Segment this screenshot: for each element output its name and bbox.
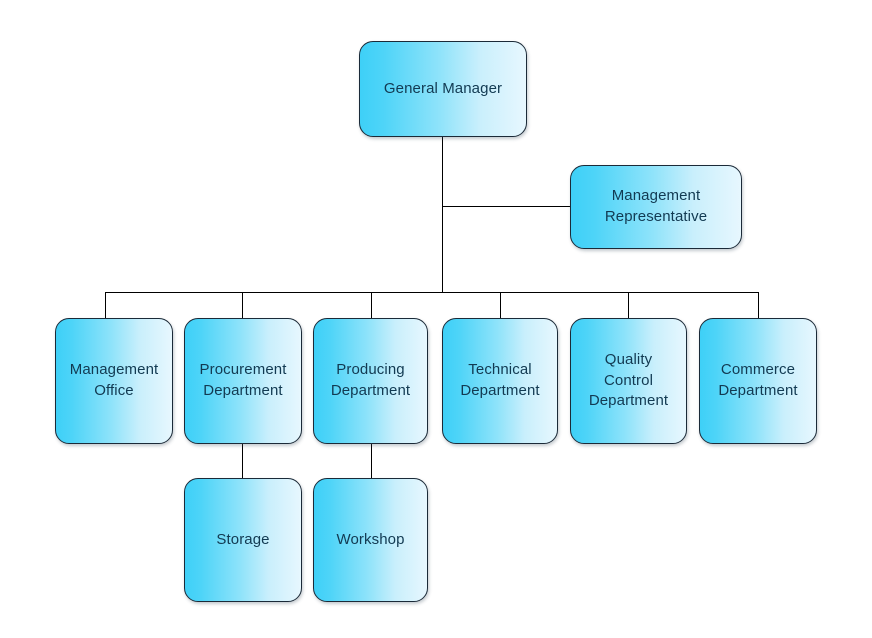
- node-procurement-department-label: Procurement Department: [199, 361, 287, 399]
- connector-producing-to-workshop: [371, 444, 373, 479]
- connector-gm-trunk: [442, 137, 444, 293]
- connector-drop-management-office: [105, 292, 107, 319]
- connector-drop-producing-department: [371, 292, 373, 319]
- connector-drop-quality-control-department: [628, 292, 630, 319]
- node-workshop-label: Workshop: [336, 530, 405, 548]
- node-quality-control-department[interactable]: Quality Control Department: [570, 318, 687, 444]
- node-commerce-department-label: Commerce Department: [718, 361, 798, 399]
- node-storage[interactable]: Storage: [184, 478, 302, 602]
- node-management-representative[interactable]: Management Representative: [570, 165, 742, 249]
- node-commerce-department[interactable]: Commerce Department: [699, 318, 817, 444]
- node-workshop[interactable]: Workshop: [313, 478, 428, 602]
- node-management-representative-label: Management Representative: [604, 187, 708, 225]
- node-management-office[interactable]: Management Office: [55, 318, 173, 444]
- connector-drop-procurement-department: [242, 292, 244, 319]
- node-procurement-department[interactable]: Procurement Department: [184, 318, 302, 444]
- connector-drop-technical-department: [500, 292, 502, 319]
- node-technical-department-label: Technical Department: [460, 361, 540, 399]
- node-general-manager-label: General Manager: [383, 79, 503, 97]
- node-general-manager[interactable]: General Manager: [359, 41, 527, 137]
- node-producing-department[interactable]: Producing Department: [313, 318, 428, 444]
- connector-procurement-to-storage: [242, 444, 244, 479]
- connector-drop-commerce-department: [758, 292, 760, 319]
- node-producing-department-label: Producing Department: [330, 361, 411, 399]
- node-storage-label: Storage: [216, 530, 270, 548]
- connector-gm-to-management-representative: [442, 206, 571, 208]
- connector-department-bus: [105, 292, 759, 294]
- node-technical-department[interactable]: Technical Department: [442, 318, 558, 444]
- node-quality-control-department-label: Quality Control Department: [588, 350, 669, 410]
- node-management-office-label: Management Office: [69, 361, 159, 399]
